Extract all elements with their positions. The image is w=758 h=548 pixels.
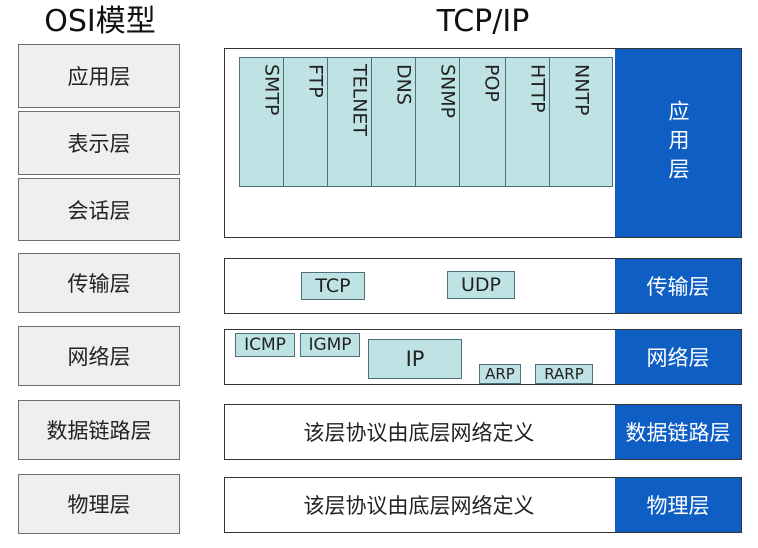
physical-description: 该层协议由底层网络定义	[303, 494, 535, 518]
protocol-label: DNS	[392, 64, 415, 105]
protocol-icmp: ICMP	[235, 333, 295, 357]
osi-model-title: OSI模型	[44, 4, 156, 39]
protocol-label: TELNET	[348, 64, 371, 137]
protocol-nntp: NNTP	[549, 57, 613, 187]
protocol-label: SMTP	[260, 64, 283, 116]
osi-layer-datalink: 数据链路层	[18, 400, 180, 460]
protocol-label: NNTP	[570, 64, 593, 116]
osi-layer-presentation: 表示层	[18, 111, 180, 175]
tcpip-application-layer: SMTP FTP TELNET DNS SNMP POP HTTP NNTP 应…	[224, 48, 742, 238]
tcpip-network-label: 网络层	[615, 330, 741, 384]
protocol-igmp: IGMP	[300, 333, 360, 357]
osi-layer-network: 网络层	[18, 326, 180, 386]
tcpip-network-layer: ICMP IGMP IP ARP RARP 网络层	[224, 329, 742, 385]
protocol-tcp: TCP	[301, 272, 365, 300]
tcpip-physical-label: 物理层	[615, 478, 741, 532]
protocol-label: POP	[480, 64, 503, 102]
osi-layer-session: 会话层	[18, 178, 180, 241]
tcpip-physical-layer: 该层协议由底层网络定义 物理层	[224, 477, 742, 533]
tcpip-transport-layer: TCP UDP 传输层	[224, 258, 742, 314]
datalink-description: 该层协议由底层网络定义	[303, 421, 535, 445]
protocol-label: SNMP	[436, 64, 459, 119]
protocol-label: FTP	[304, 64, 327, 98]
tcpip-model-title: TCP/IP	[436, 4, 530, 39]
protocol-label: HTTP	[526, 64, 549, 113]
tcpip-datalink-label: 数据链路层	[615, 405, 741, 459]
protocol-rarp: RARP	[535, 364, 593, 384]
osi-layer-application: 应用层	[18, 44, 180, 108]
application-label-text: 应用层	[666, 99, 690, 187]
protocol-arp: ARP	[479, 364, 521, 384]
tcpip-datalink-layer: 该层协议由底层网络定义 数据链路层	[224, 404, 742, 460]
osi-layer-transport: 传输层	[18, 253, 180, 313]
osi-layer-physical: 物理层	[18, 474, 180, 534]
tcpip-application-label: 应用层	[615, 49, 741, 237]
protocol-ip: IP	[368, 339, 462, 379]
protocol-udp: UDP	[447, 271, 515, 299]
tcpip-transport-label: 传输层	[615, 259, 741, 313]
